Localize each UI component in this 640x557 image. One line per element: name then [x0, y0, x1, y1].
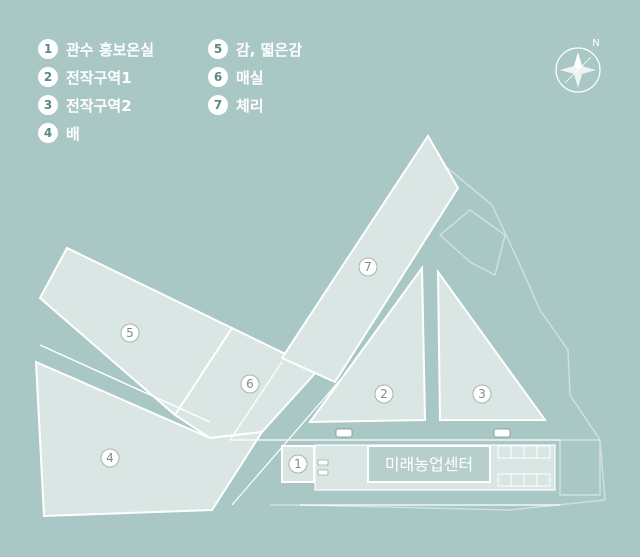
plot-2[interactable]: [308, 265, 427, 424]
legend-number: 2: [38, 67, 58, 87]
road-line: [39, 344, 211, 423]
legend-item-3: 3 전작구역2: [38, 94, 132, 116]
legend-item-7: 7 체리: [208, 94, 264, 116]
legend-label: 매실: [236, 68, 264, 87]
zone-marker-4[interactable]: 4: [100, 448, 120, 468]
legend-item-2: 2 전작구역1: [38, 66, 132, 88]
legend-label: 배: [66, 124, 80, 143]
legend-number: 1: [38, 39, 58, 59]
legend-item-6: 6 매실: [208, 66, 264, 88]
vehicle-icon: [317, 469, 329, 476]
legend-label: 체리: [236, 96, 264, 115]
road-line: [229, 361, 283, 441]
vehicle-icon: [335, 428, 353, 438]
legend-number: 7: [208, 95, 228, 115]
legend-number: 6: [208, 67, 228, 87]
legend-number: 5: [208, 39, 228, 59]
svg-text:N: N: [592, 38, 599, 49]
legend-label: 전작구역2: [66, 96, 132, 115]
svg-text:4: 4: [106, 451, 114, 465]
zone-marker-1[interactable]: 1: [288, 454, 308, 474]
vehicle-icon: [317, 459, 329, 466]
compass-icon: N: [555, 38, 601, 93]
center-building-label: 미래농업센터: [385, 455, 473, 474]
legend-item-1: 1 관수 홍보온실: [38, 38, 154, 60]
legend-number: 3: [38, 95, 58, 115]
right-building-outline: [438, 209, 506, 277]
parking-lot: [497, 445, 551, 487]
zone-marker-7[interactable]: 7: [358, 257, 378, 277]
site-boundary: [270, 159, 606, 511]
zone-marker-5[interactable]: 5: [120, 323, 140, 343]
legend-label: 전작구역1: [66, 68, 132, 87]
plot-3[interactable]: [436, 268, 547, 421]
road-line: [231, 379, 341, 506]
center-building[interactable]: [367, 445, 491, 483]
zone-marker-2[interactable]: 2: [374, 384, 394, 404]
vehicle-icon: [493, 428, 511, 438]
legend-label: 감, 떫은감: [236, 40, 303, 59]
legend-item-4: 4 배: [38, 122, 80, 144]
svg-text:6: 6: [246, 377, 254, 391]
zone-marker-3[interactable]: 3: [472, 384, 492, 404]
legend-label: 관수 홍보온실: [66, 40, 155, 59]
svg-text:5: 5: [126, 326, 134, 340]
svg-text:1: 1: [294, 457, 302, 471]
plot-4[interactable]: [34, 360, 264, 518]
legend-item-5: 5 감, 떫은감: [208, 38, 302, 60]
svg-text:3: 3: [478, 387, 486, 401]
svg-text:7: 7: [364, 260, 372, 274]
svg-text:2: 2: [380, 387, 388, 401]
zone-marker-6[interactable]: 6: [240, 374, 260, 394]
parking-area-outline: [559, 439, 601, 496]
legend-number: 4: [38, 123, 58, 143]
